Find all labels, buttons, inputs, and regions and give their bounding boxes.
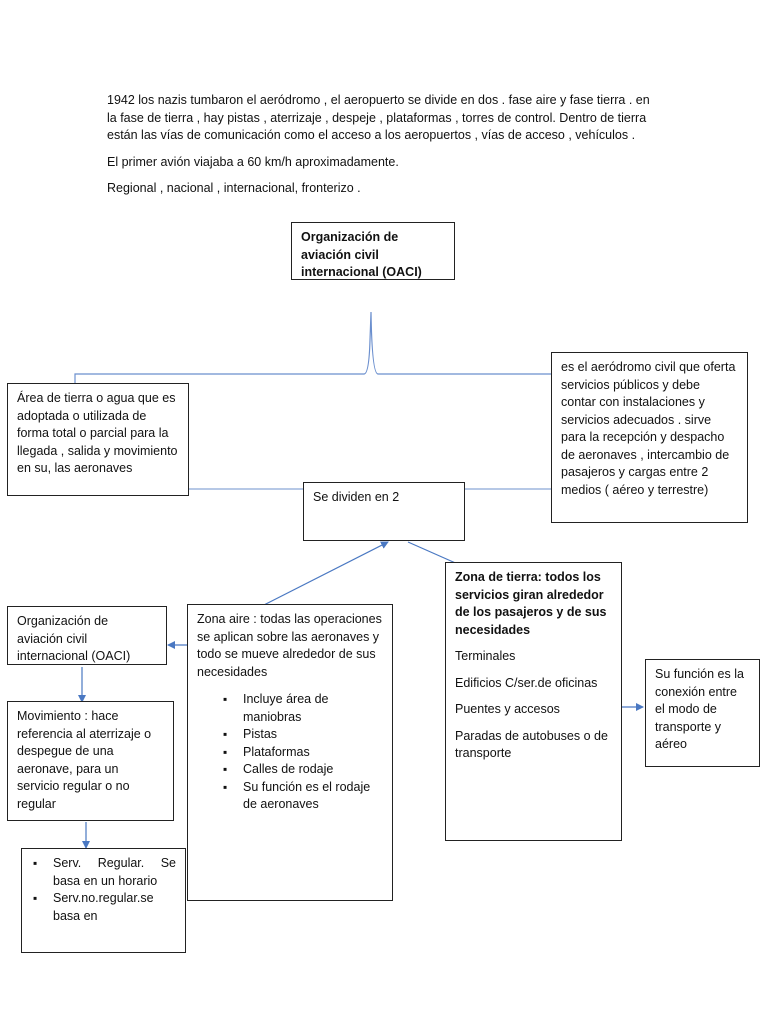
zona-tierra-item: Edificios C/ser.de oficinas: [455, 675, 598, 690]
zona-tierra-box: Zona de tierra: todos los servicios gira…: [445, 562, 622, 841]
oaci-top-box: Organización de aviación civil internaci…: [291, 222, 455, 280]
zona-aire-title: Zona aire : todas las operaciones se apl…: [197, 612, 382, 679]
aerodromo-civil-box: es el aeródromo civil que oferta servici…: [551, 352, 748, 523]
brace-connector: [74, 311, 653, 384]
zona-aire-list: Incluye área de maniobras Pistas Platafo…: [219, 691, 383, 814]
aerodromo-civil-text: es el aeródromo civil que oferta servici…: [561, 360, 736, 497]
servicios-box: Serv. Regular. Se basa en un horario Ser…: [21, 848, 186, 953]
se-dividen-box: Se dividen en 2: [303, 482, 465, 541]
intro-text: 1942 los nazis tumbaron el aeródromo , e…: [107, 92, 659, 198]
zona-tierra-item: Puentes y accesos: [455, 702, 560, 716]
intro-paragraph-2: El primer avión viajaba a 60 km/h aproxi…: [107, 154, 399, 169]
intro-paragraph-3: Regional , nacional , internacional, fro…: [107, 181, 361, 195]
zona-aire-item: Calles de rodaje: [223, 761, 383, 779]
movimiento-box: Movimiento : hace referencia al aterriza…: [7, 701, 174, 821]
zona-aire-box: Zona aire : todas las operaciones se apl…: [187, 604, 393, 901]
zona-tierra-item: Paradas de autobuses o de transporte: [455, 728, 608, 761]
oaci-left-label: Organización de aviación civil internaci…: [17, 614, 131, 663]
area-tierra-text: Área de tierra o agua que es adoptada o …: [17, 391, 178, 475]
servicios-item: Serv. Regular. Se basa en un horario: [33, 855, 176, 890]
oaci-top-label: Organización de aviación civil internaci…: [301, 230, 422, 279]
servicios-item: Serv.no.regular.se basa en: [33, 890, 176, 925]
servicios-list: Serv. Regular. Se basa en un horario Ser…: [31, 855, 176, 925]
intro-paragraph-1: 1942 los nazis tumbaron el aeródromo , e…: [107, 93, 650, 142]
zona-tierra-title: Zona de tierra: todos los servicios gira…: [455, 570, 607, 637]
zona-aire-item: Pistas: [223, 726, 383, 744]
zona-aire-item: Plataformas: [223, 744, 383, 762]
movimiento-text: Movimiento : hace referencia al aterriza…: [17, 709, 152, 811]
funcion-box: Su función es la conexión entre el modo …: [645, 659, 760, 767]
oaci-left-box: Organización de aviación civil internaci…: [7, 606, 167, 665]
se-dividen-label: Se dividen en 2: [313, 490, 400, 504]
arrow-zona-tierra: [407, 541, 461, 566]
area-tierra-box: Área de tierra o agua que es adoptada o …: [7, 383, 189, 496]
zona-aire-item: Su función es el rodaje de aeronaves: [223, 779, 383, 814]
zona-aire-item: Incluye área de maniobras: [223, 691, 383, 726]
zona-tierra-item: Terminales: [455, 649, 516, 663]
arrow-zona-aire: [257, 541, 389, 609]
funcion-text: Su función es la conexión entre el modo …: [655, 667, 744, 751]
